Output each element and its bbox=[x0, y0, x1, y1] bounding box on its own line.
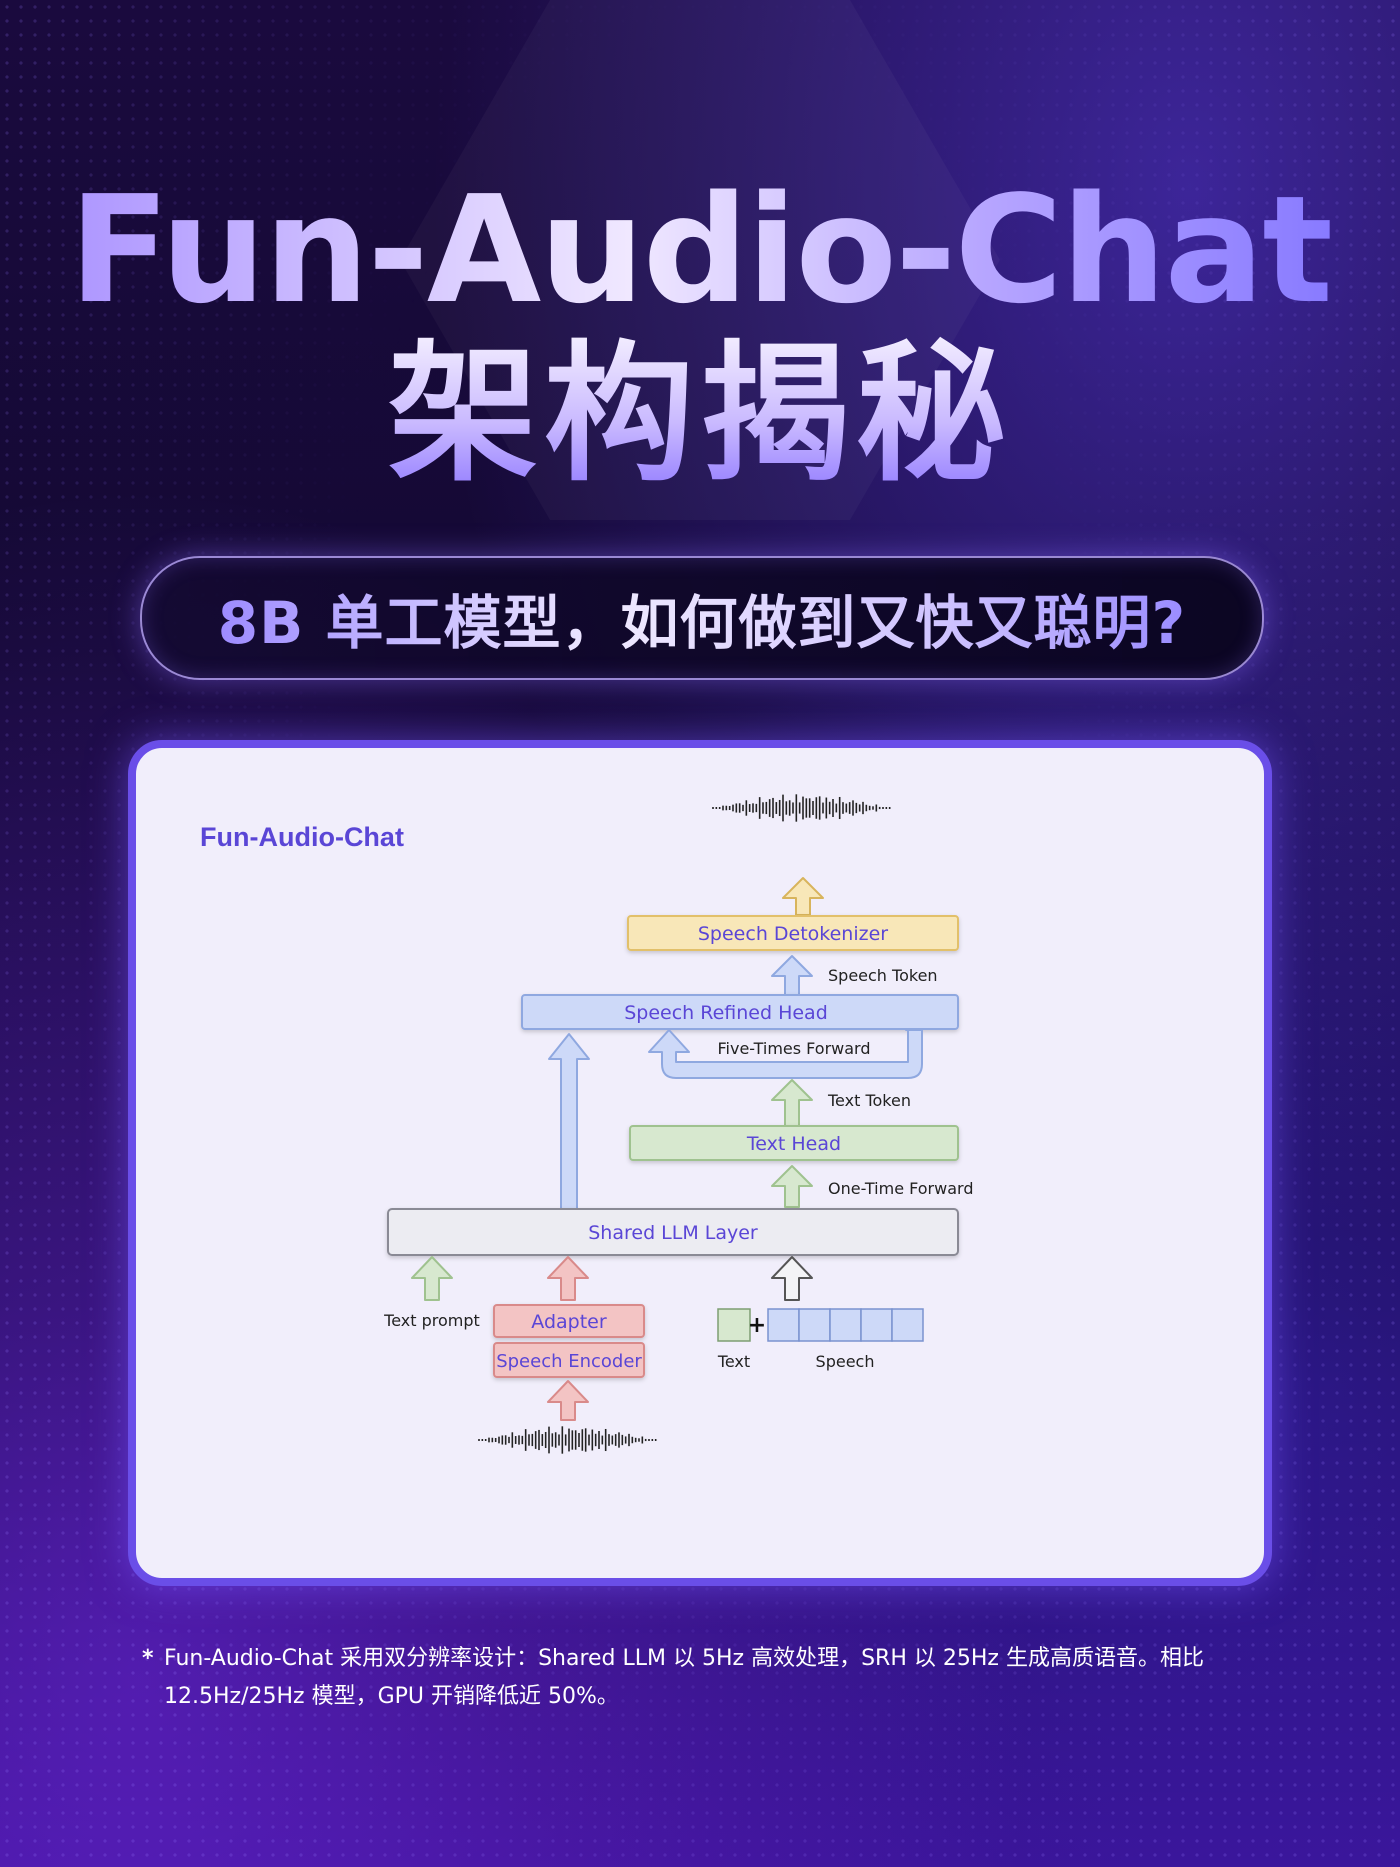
detokenizer-output-arrow bbox=[782, 877, 824, 916]
speech-token-label: Speech Token bbox=[828, 966, 938, 985]
one-time-forward-label: One-Time Forward bbox=[828, 1179, 973, 1198]
tagline-banner: 8B 单工模型，如何做到又快又聪明? bbox=[140, 556, 1264, 680]
text-token-arrow bbox=[771, 1079, 813, 1127]
input-audio-arrow bbox=[547, 1380, 589, 1421]
speech-detokenizer-block bbox=[627, 915, 959, 951]
adapter-output-arrow bbox=[547, 1256, 589, 1301]
tagline-text: 8B 单工模型，如何做到又快又聪明? bbox=[218, 576, 1186, 660]
llm-to-refined-head-arrow bbox=[548, 1033, 590, 1210]
speech-detokenizer-label: Speech Detokenizer bbox=[698, 923, 888, 945]
plus-sign: + bbox=[748, 1313, 766, 1338]
text-head-block bbox=[629, 1125, 959, 1161]
adapter-block bbox=[493, 1304, 645, 1338]
architecture-diagram-card: Fun-Audio-Chat Speech Detokenizer Speech… bbox=[128, 740, 1272, 1586]
shared-llm-layer-label: Shared LLM Layer bbox=[588, 1222, 758, 1244]
one-time-forward-arrow bbox=[771, 1165, 813, 1208]
shared-llm-layer-block bbox=[387, 1208, 959, 1256]
page-title: Fun-Audio-Chat bbox=[0, 170, 1400, 330]
footnote: * Fun-Audio-Chat 采用双分辨率设计：Shared LLM 以 5… bbox=[142, 1640, 1282, 1716]
output-waveform-icon bbox=[712, 794, 891, 822]
adapter-label: Adapter bbox=[531, 1311, 607, 1333]
speech-encoder-block bbox=[493, 1342, 645, 1378]
speech-refined-head-block bbox=[521, 994, 959, 1030]
speech-token-squares bbox=[767, 1308, 924, 1342]
footnote-text: Fun-Audio-Chat 采用双分辨率设计：Shared LLM 以 5Hz… bbox=[164, 1646, 1204, 1709]
input-waveform-icon bbox=[478, 1426, 657, 1454]
footnote-marker: * bbox=[142, 1646, 154, 1671]
text-input-label: Text bbox=[717, 1352, 750, 1371]
text-token-square bbox=[717, 1308, 751, 1342]
text-token-label: Text Token bbox=[827, 1091, 911, 1110]
architecture-diagram: Fun-Audio-Chat Speech Detokenizer Speech… bbox=[200, 794, 973, 1454]
five-times-forward-loop-arrow bbox=[648, 1029, 923, 1079]
page-subtitle: 架构揭秘 bbox=[0, 330, 1400, 500]
text-head-label: Text Head bbox=[746, 1133, 841, 1155]
five-times-forward-label: Five-Times Forward bbox=[717, 1039, 870, 1058]
text-prompt-arrow bbox=[411, 1256, 453, 1301]
speech-input-label: Speech bbox=[816, 1352, 875, 1371]
speech-token-arrow bbox=[771, 955, 813, 996]
text-speech-input-arrow bbox=[771, 1256, 813, 1301]
text-prompt-label: Text prompt bbox=[383, 1311, 480, 1330]
diagram-label: Fun-Audio-Chat bbox=[200, 822, 404, 852]
speech-refined-head-label: Speech Refined Head bbox=[624, 1002, 828, 1024]
speech-encoder-label: Speech Encoder bbox=[496, 1351, 642, 1372]
